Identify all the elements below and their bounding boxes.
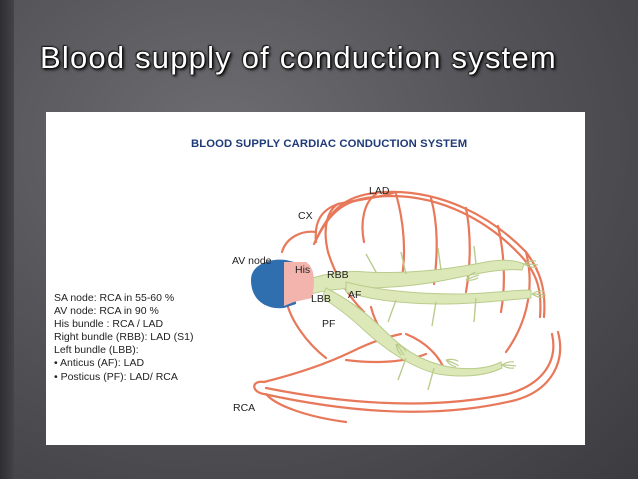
label-pf: PF (322, 318, 336, 330)
slide-side-bar (0, 0, 14, 479)
label-rbb: RBB (327, 269, 349, 281)
legend-item: • Anticus (AF): LAD (54, 357, 145, 370)
his-bundle (284, 262, 314, 306)
label-rca: RCA (233, 402, 256, 414)
legend-item: Right bundle (RBB): LAD (S1) (54, 331, 194, 344)
blood-supply-legend: SA node: RCA in 55-60 % AV node: RCA in … (54, 292, 193, 384)
label-lbb: LBB (311, 293, 331, 305)
conduction-diagram: BLOOD SUPPLY CARDIAC CONDUCTION SYSTEM L… (46, 112, 585, 445)
label-af: AF (348, 289, 362, 301)
legend-item: AV node: RCA in 90 % (54, 305, 159, 318)
legend-item: • Posticus (PF): LAD/ RCA (54, 370, 178, 383)
slide-title: Blood supply of conduction system (40, 40, 557, 75)
label-his: His (295, 264, 311, 276)
label-cx: CX (298, 210, 313, 222)
arteries (253, 190, 562, 424)
figure-title: BLOOD SUPPLY CARDIAC CONDUCTION SYSTEM (191, 138, 468, 150)
label-av-node: AV node (232, 255, 272, 267)
label-lad: LAD (369, 185, 390, 197)
diagram-artwork (251, 190, 562, 424)
legend-item: SA node: RCA in 55-60 % (54, 292, 175, 304)
legend-item: His bundle : RCA / LAD (54, 318, 164, 331)
conduction-bundles (300, 245, 547, 391)
legend-item: Left bundle (LBB): (54, 344, 139, 357)
